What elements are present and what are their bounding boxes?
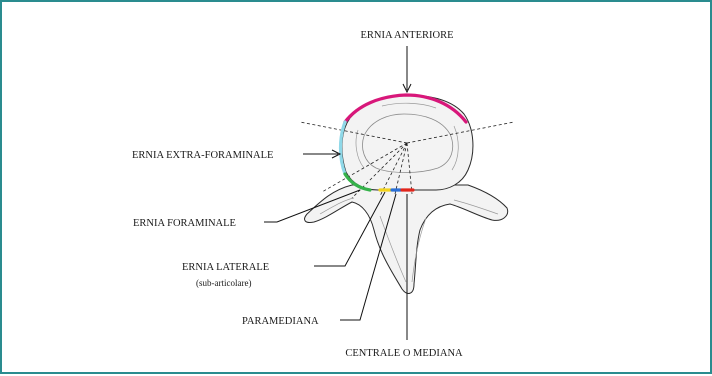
label-extra-foraminal: ERNIA EXTRA-FORAMINALE: [132, 150, 273, 161]
label-foraminal: ERNIA FORAMINALE: [133, 218, 236, 229]
label-anterior: ERNIA ANTERIORE: [360, 30, 453, 41]
label-lateral: ERNIA LATERALE: [182, 262, 269, 273]
label-lateral-note: (sub-articolare): [196, 278, 251, 288]
vertebral-arch-outline: [305, 185, 508, 293]
posterior-arch: [305, 185, 508, 293]
label-central: CENTRALE O MEDIANA: [345, 348, 463, 359]
label-paramedian: PARAMEDIANA: [242, 316, 319, 327]
